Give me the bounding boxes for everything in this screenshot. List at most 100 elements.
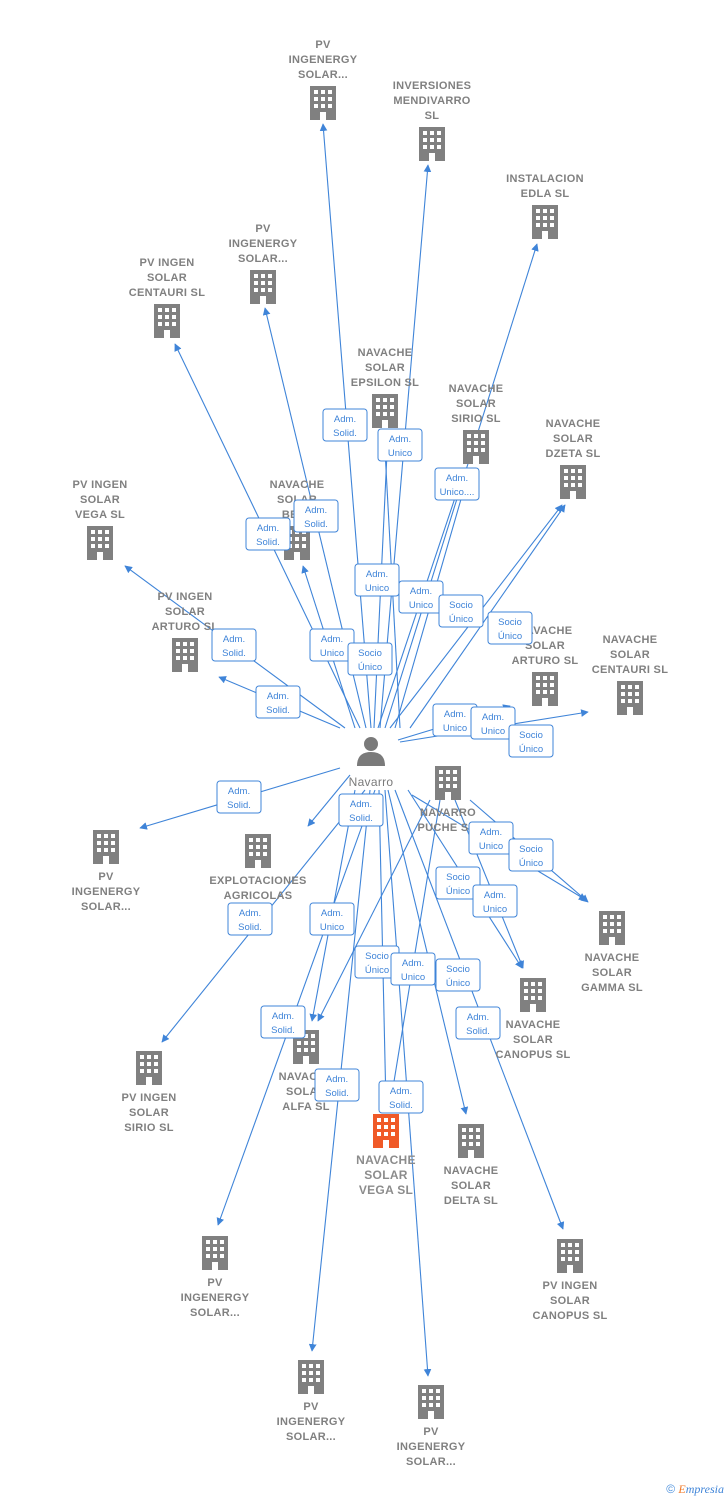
relation-label-r14[interactable]: Adm.Unico: [432, 703, 478, 737]
company-label-line-1: NAVACHE: [270, 479, 325, 491]
relation-label-r22[interactable]: Adm.Unico: [309, 902, 355, 936]
building-icon: [617, 681, 643, 715]
company-label-line-2: SOLAR: [610, 649, 650, 661]
relation-label-r19[interactable]: Adm.Unico: [468, 821, 514, 855]
company-node-c22[interactable]: PVINGENERGYSOLAR...: [181, 1236, 250, 1319]
company-label-line-2: INGENERGY: [181, 1292, 250, 1304]
relation-label-r30[interactable]: Adm.Solid.: [314, 1068, 360, 1102]
company-node-c25[interactable]: PVINGENERGYSOLAR...: [397, 1385, 466, 1468]
relation-label-r29[interactable]: Adm.Solid.: [455, 1006, 501, 1040]
relation-label-box: [434, 467, 480, 501]
building-icon: [372, 394, 398, 428]
company-label-line-1: PV INGEN: [158, 591, 213, 603]
company-label-line-2: SOLAR: [525, 640, 565, 652]
company-label-line-1: NAVACHE: [449, 383, 504, 395]
empresia-logo: Empresia: [678, 1482, 724, 1496]
relation-label-r18[interactable]: Adm.Solid.: [338, 793, 384, 827]
relation-label-r31[interactable]: Adm.Solid.: [378, 1080, 424, 1114]
company-node-c4[interactable]: PVINGENERGYSOLAR...: [229, 223, 298, 304]
relation-label-text: Socio: [446, 964, 470, 975]
relation-label-text: Solid.: [349, 813, 373, 824]
company-label-line-3: CANOPUS SL: [495, 1049, 570, 1061]
relation-label-box: [260, 1005, 306, 1039]
company-label-line-3: CANOPUS SL: [532, 1310, 607, 1322]
building-icon: [418, 1385, 444, 1419]
relation-label-text: Solid.: [256, 537, 280, 548]
relation-label-r13[interactable]: Adm.Solid.: [255, 685, 301, 719]
relation-label-r15[interactable]: Adm.Unico: [470, 706, 516, 740]
relation-label-box: [508, 838, 554, 872]
company-label-line-3: SOLAR...: [81, 901, 131, 913]
relation-label-r26[interactable]: Adm.Unico: [390, 952, 436, 986]
company-node-c24[interactable]: PVINGENERGYSOLAR...: [277, 1360, 346, 1443]
relation-label-box: [322, 408, 368, 442]
relation-label-r17[interactable]: Adm.Solid.: [216, 780, 262, 814]
relation-label-box: [338, 793, 384, 827]
relation-label-text: Adm.: [257, 523, 279, 534]
building-icon: [435, 766, 461, 800]
relation-label-r24[interactable]: Adm.Unico: [472, 884, 518, 918]
relation-label-text: Solid.: [266, 705, 290, 716]
relation-label-r21[interactable]: Adm.Solid.: [227, 902, 273, 936]
company-node-c1[interactable]: PVINGENERGYSOLAR...: [289, 39, 358, 120]
company-node-c15[interactable]: PVINGENERGYSOLAR...: [72, 830, 141, 913]
relation-label-r4[interactable]: Adm. Solid.: [245, 517, 291, 551]
relation-label-r6[interactable]: Adm.Unico: [354, 563, 400, 597]
company-label-line-3: CENTAURI SL: [592, 664, 668, 676]
relation-label-r28[interactable]: Adm.Solid.: [260, 1005, 306, 1039]
relation-label-box: [211, 628, 257, 662]
company-label-line-2: INGENERGY: [277, 1416, 346, 1428]
company-label-line-1: INSTALACION: [506, 173, 584, 185]
footer-brand[interactable]: © Empresia: [666, 1482, 724, 1497]
relation-label-text: Adm.: [334, 414, 356, 425]
relation-label-text: Solid.: [389, 1100, 413, 1111]
company-label-line-3: SOLAR...: [190, 1307, 240, 1319]
person-node[interactable]: Navarro: [349, 737, 394, 789]
relation-label-box: [455, 1006, 501, 1040]
relation-label-r5[interactable]: Adm.Solid.: [293, 499, 339, 533]
relation-label-r3[interactable]: Adm.Unico....: [434, 467, 480, 501]
relation-label-r2[interactable]: Adm.Unico: [377, 428, 423, 462]
company-label-line-2: SOLAR: [365, 362, 405, 374]
building-icon: [599, 911, 625, 945]
relation-label-box: [314, 1068, 360, 1102]
relation-label-r7[interactable]: Adm.Unico: [398, 580, 444, 614]
relation-label-r1[interactable]: Adm.Solid.: [322, 408, 368, 442]
relation-label-r10[interactable]: Adm.Solid.: [211, 628, 257, 662]
company-label-line-2: AGRICOLAS: [224, 890, 293, 902]
relation-label-text: Único: [446, 886, 470, 897]
relation-label-box: [470, 706, 516, 740]
relation-label-r11[interactable]: Adm.Unico: [309, 628, 355, 662]
relation-label-box: [293, 499, 339, 533]
company-label-line-1: PV INGEN: [122, 1092, 177, 1104]
company-label-line-3: ALFA SL: [282, 1101, 330, 1113]
building-icon: [532, 672, 558, 706]
relation-label-text: Socio: [519, 730, 543, 741]
